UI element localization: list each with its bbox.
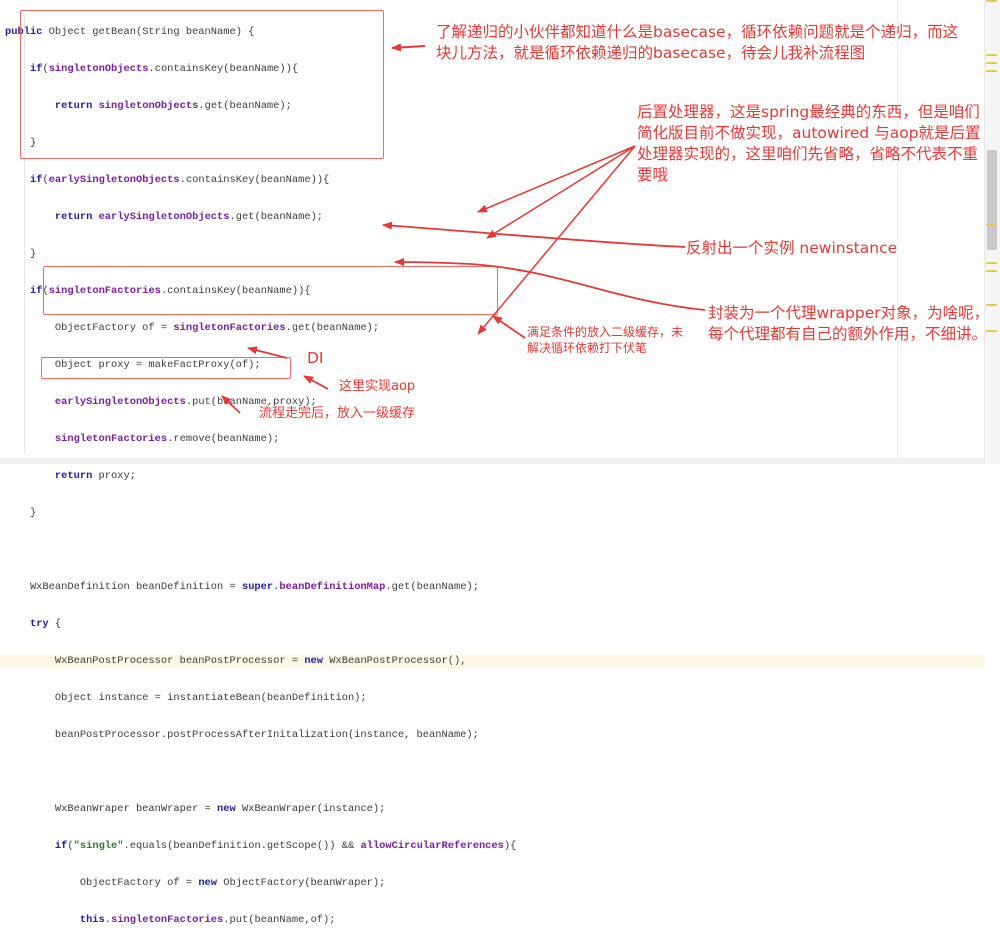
scrollbar-thumb[interactable] — [987, 150, 997, 250]
annotation-newinstance: 反射出一个实例 newinstance — [686, 239, 898, 257]
code-line — [5, 544, 985, 556]
indent-guide — [24, 14, 25, 454]
vertical-scrollbar[interactable] — [984, 0, 1000, 464]
second-cache-highlight-box — [43, 266, 498, 315]
basecase-highlight-box — [20, 10, 384, 159]
scroll-marker — [986, 304, 997, 306]
code-line: try { — [29, 618, 62, 631]
code-line: public Object getBean(String beanName) { — [5, 25, 255, 38]
code-line: ObjectFactory of = singletonFactories.ge… — [5, 321, 380, 334]
scroll-marker — [986, 270, 997, 272]
scroll-marker — [986, 70, 997, 72]
code-line: if(singletonFactories.containsKey(beanNa… — [29, 284, 311, 297]
code-line: earlySingletonObjects.put(beanName,proxy… — [54, 396, 317, 408]
code-line: Object proxy = makeFactProxy(of); — [5, 358, 261, 371]
code-line: if(singletonObjects.containsKey(beanName… — [29, 62, 299, 75]
code-line: return proxy; — [54, 470, 136, 483]
code-line: } — [5, 507, 37, 520]
annotation-postprocessor: 后置处理器，这是spring最经典的东西，但是咱们简化版目前不做实现，autow… — [637, 103, 981, 184]
code-line: singletonFactories.remove(beanName); — [54, 433, 280, 446]
code-line: Object instance = instantiateBean(beanDe… — [5, 692, 367, 705]
code-line: } — [5, 247, 37, 260]
code-line: return earlySingletonObjects.get(beanNam… — [54, 210, 324, 223]
code-line: beanPostProcessor.postProcessAfterInital… — [5, 729, 479, 742]
annotation-basecase: 了解递归的小伙伴都知道什么是basecase，循环依赖问题就是个递归，而这块儿方… — [436, 23, 959, 62]
code-line: WxBeanDefinition beanDefinition = super.… — [5, 581, 479, 594]
code-line: } — [5, 136, 37, 149]
annotation-wrapper: 封装为一个代理wrapper对象，为啥呢，每个代理都有自己的额外作用，不细讲。 — [708, 304, 990, 343]
aop-highlight-box — [41, 357, 291, 379]
code-line: if(earlySingletonObjects.containsKey(bea… — [29, 173, 330, 186]
annotation-aop: 这里实现aop — [339, 379, 416, 394]
code-line — [5, 766, 985, 778]
code-line: WxBeanWraper beanWraper = new WxBeanWrap… — [5, 803, 386, 816]
annotation-first-cache: 流程走完后，放入一级缓存 — [259, 406, 416, 421]
right-margin-line — [897, 0, 898, 464]
code-line-current: WxBeanPostProcessor beanPostProcessor = … — [0, 655, 985, 668]
scroll-marker — [986, 0, 997, 2]
annotation-second-cache: 满足条件的放入二级缓存，未解决循环依赖打下伏笔 — [527, 325, 684, 355]
code-line: ObjectFactory of = new ObjectFactory(bea… — [5, 877, 386, 890]
scroll-marker — [986, 262, 997, 264]
scroll-marker — [986, 54, 997, 56]
scroll-marker — [986, 62, 997, 64]
scroll-marker — [986, 330, 997, 332]
code-line: return singletonObjects.get(beanName); — [54, 99, 292, 112]
scroll-marker — [986, 224, 997, 226]
code-line: this.singletonFactories.put(beanName,of)… — [79, 914, 336, 927]
code-line: if("single".equals(beanDefinition.getSco… — [54, 840, 517, 853]
annotation-di: DI — [307, 349, 324, 367]
editor-bottom-edge — [0, 458, 985, 464]
